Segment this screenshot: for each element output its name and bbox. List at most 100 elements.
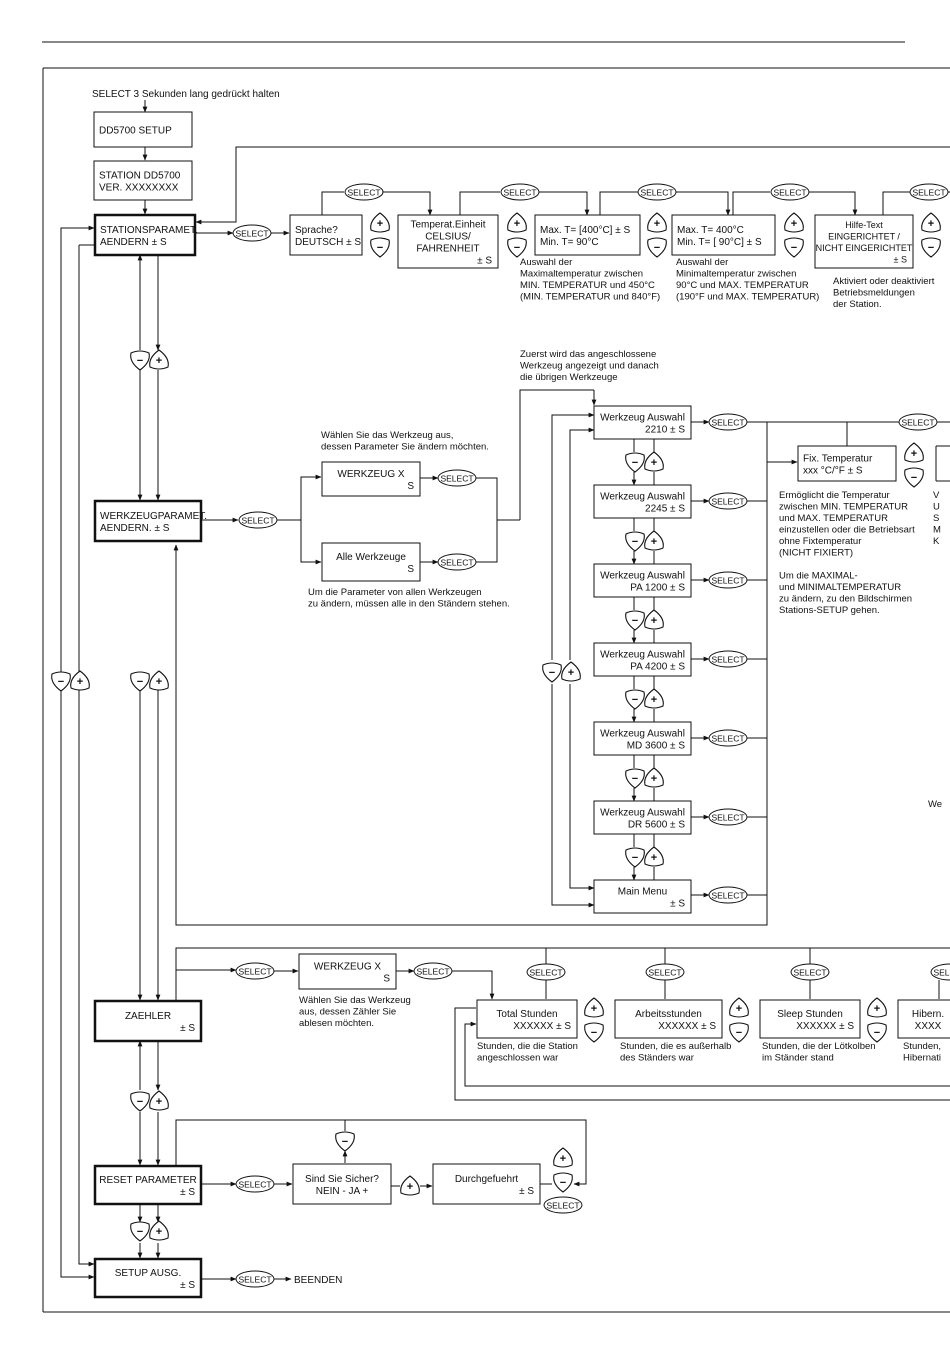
durchgefuehrt-box[interactable] [432, 1163, 541, 1205]
minus-button[interactable] [904, 467, 924, 488]
minus-button[interactable] [625, 689, 645, 710]
sprache-box[interactable] [289, 214, 363, 256]
select-button[interactable] [437, 553, 477, 571]
select-button[interactable] [708, 571, 748, 589]
temp-unit-box[interactable] [397, 214, 499, 269]
plus-button[interactable] [370, 212, 390, 233]
minus-button[interactable] [625, 531, 645, 552]
arbeitsstunden-box[interactable] [614, 999, 723, 1039]
select-button[interactable] [437, 469, 477, 487]
select-button[interactable] [238, 511, 278, 529]
minus-button[interactable] [130, 1091, 150, 1112]
select-button[interactable] [235, 1270, 275, 1288]
select-button[interactable] [770, 183, 810, 201]
plus-button[interactable] [149, 670, 169, 691]
plus-button[interactable] [149, 349, 169, 370]
plus-button[interactable] [644, 846, 664, 867]
minus-button[interactable] [729, 1022, 749, 1043]
tool-select-box-6[interactable] [593, 800, 692, 835]
werkzeug-x-box[interactable] [321, 461, 421, 497]
minus-button[interactable] [647, 237, 667, 258]
plus-button[interactable] [644, 688, 664, 709]
minus-button[interactable] [542, 662, 562, 683]
minus-button[interactable] [625, 452, 645, 473]
minus-button[interactable] [130, 350, 150, 371]
max-temp-box[interactable] [534, 214, 641, 256]
tool-select-box-2[interactable] [593, 484, 692, 519]
select-button[interactable] [790, 963, 830, 981]
minus-button[interactable] [553, 1172, 573, 1193]
minus-button[interactable] [867, 1022, 887, 1043]
select-button[interactable] [344, 183, 384, 201]
station-version-box[interactable] [93, 160, 193, 201]
tool-select-box-4[interactable] [593, 642, 692, 677]
plus-button[interactable] [149, 1220, 169, 1241]
minus-button[interactable] [130, 1221, 150, 1242]
stationsparamet-box[interactable] [93, 213, 197, 257]
sleep-stunden-box[interactable] [759, 999, 861, 1039]
werkzeugparamet-box[interactable] [93, 499, 203, 543]
plus-button[interactable] [70, 670, 90, 691]
minus-button[interactable] [130, 671, 150, 692]
zaehler-box[interactable] [93, 999, 203, 1043]
hibern-box[interactable] [897, 999, 950, 1039]
minus-button[interactable] [507, 237, 527, 258]
tool-select-box-5[interactable] [593, 721, 692, 756]
plus-button[interactable] [507, 212, 527, 233]
select-button-cut[interactable] [909, 183, 949, 201]
plus-button[interactable] [584, 997, 604, 1018]
help-text-box[interactable] [814, 214, 914, 269]
plus-button[interactable] [644, 767, 664, 788]
minus-button[interactable] [625, 610, 645, 631]
select-button[interactable] [526, 963, 566, 981]
plus-button[interactable] [904, 442, 924, 463]
setup-ausg-box[interactable] [93, 1257, 203, 1299]
werkzeug-x-counter-box[interactable] [298, 953, 397, 990]
select-button[interactable] [543, 1196, 583, 1214]
sind-sie-sicher-box[interactable] [292, 1163, 392, 1205]
plus-button[interactable] [149, 1090, 169, 1111]
plus-button[interactable] [644, 451, 664, 472]
tool-select-box-1[interactable] [593, 405, 692, 440]
setup-box[interactable] [93, 111, 193, 148]
plus-button[interactable] [867, 997, 887, 1018]
minus-button[interactable] [784, 237, 804, 258]
select-button[interactable] [708, 808, 748, 826]
select-button[interactable] [235, 1175, 275, 1193]
reset-parameter-box[interactable] [93, 1164, 203, 1206]
plus-button[interactable] [561, 661, 581, 682]
fix-temp-box[interactable] [797, 445, 897, 482]
plus-button[interactable] [921, 212, 941, 233]
select-button-fix[interactable] [898, 413, 938, 431]
alle-werkzeuge-box[interactable] [321, 542, 421, 582]
select-button[interactable] [708, 886, 748, 904]
total-stunden-box[interactable] [476, 999, 578, 1039]
plus-button[interactable] [729, 997, 749, 1018]
plus-button[interactable] [647, 212, 667, 233]
minus-button[interactable] [625, 768, 645, 789]
plus-button[interactable] [784, 212, 804, 233]
select-button[interactable] [235, 962, 275, 980]
tool-select-box-3[interactable] [593, 563, 692, 598]
select-button-cut2[interactable] [930, 963, 950, 981]
min-temp-box[interactable] [671, 214, 776, 256]
select-button[interactable] [637, 183, 677, 201]
plus-button[interactable] [553, 1147, 573, 1168]
minus-button[interactable] [51, 671, 71, 692]
select-button[interactable] [413, 962, 453, 980]
select-button[interactable] [645, 963, 685, 981]
select-button[interactable] [500, 183, 540, 201]
minus-button[interactable] [625, 847, 645, 868]
select-button[interactable] [708, 492, 748, 510]
select-button[interactable] [232, 224, 272, 242]
main-menu-box[interactable] [593, 879, 692, 914]
select-button[interactable] [708, 729, 748, 747]
plus-button[interactable] [644, 609, 664, 630]
plus-button[interactable] [644, 530, 664, 551]
plus-button[interactable] [400, 1175, 420, 1196]
minus-button[interactable] [921, 237, 941, 258]
minus-button[interactable] [584, 1022, 604, 1043]
minus-button[interactable] [335, 1131, 355, 1152]
select-button[interactable] [708, 650, 748, 668]
minus-button[interactable] [370, 237, 390, 258]
